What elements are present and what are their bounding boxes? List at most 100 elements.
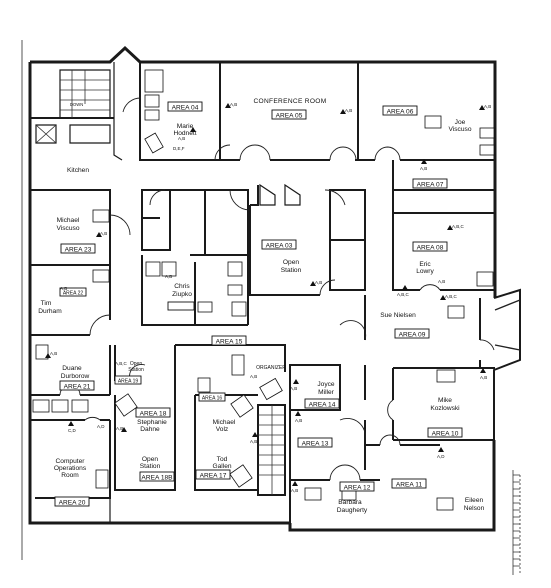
area-17-label: AREA 17	[200, 473, 227, 480]
area-21-label: AREA 21	[64, 384, 91, 391]
open-station-19-label-1: Open	[130, 361, 142, 367]
person-barbara-daugherty-1: Barbara	[338, 499, 362, 506]
jack-marker: A,B	[484, 104, 491, 109]
exterior-walls	[21, 40, 521, 560]
person-joe-viscuso-1: Joe	[455, 119, 466, 126]
person-michael-volz-2: Volz	[216, 426, 228, 433]
area-12-label: AREA 12	[344, 485, 371, 492]
area-labels: AREA 04 AREA 05 AREA 06 AREA 07 AREA 08 …	[59, 105, 459, 507]
person-eric-lowry-2: Lowry	[416, 268, 434, 275]
jack-marker: A,D	[97, 424, 105, 429]
kitchen-label: Kitchen	[67, 167, 89, 174]
jack-marker: A,B	[116, 426, 123, 431]
person-mike-kozlowski-2: Kozlowski	[430, 405, 460, 412]
jack-marker: A,B	[290, 386, 297, 391]
person-barbara-daugherty-2: Daugherty	[337, 507, 368, 514]
person-eileen-nelson-1: Eileen	[465, 497, 484, 504]
jack-marker: A,B	[178, 136, 185, 141]
person-chris-ziupko-2: Ziupko	[172, 291, 192, 298]
area-05-label: AREA 05	[276, 113, 303, 120]
person-eileen-nelson-2: Nelson	[464, 505, 485, 512]
person-joyce-miller-2: Miller	[318, 389, 335, 396]
jack-marker: A,B	[295, 418, 302, 423]
open-station-18b-label-2: Station	[140, 463, 161, 470]
computer-ops-label-2: Operations	[54, 465, 87, 472]
area-04-label: AREA 04	[172, 105, 199, 112]
area-03-label: AREA 03	[266, 243, 293, 250]
person-sue-nielsen: Sue Nielsen	[380, 312, 416, 319]
conference-room-label: CONFERENCE ROOM	[253, 98, 326, 105]
equipment	[32, 69, 495, 511]
jack-marker: D,E,F	[173, 146, 185, 151]
area-15-label: AREA 15	[216, 339, 243, 346]
open-station-19-label-2: Station	[128, 367, 144, 373]
area-16-label: AREA 16	[202, 396, 223, 402]
computer-ops-label-3: Room	[61, 472, 79, 479]
jack-marker: A,B,C	[397, 292, 410, 297]
jack-marker: C,D	[68, 428, 77, 433]
area-11-label: AREA 11	[396, 482, 423, 489]
doors	[59, 97, 521, 481]
person-chris-ziupko-1: Chris	[174, 283, 190, 290]
person-tod-gallen-1: Tod	[217, 456, 228, 463]
person-marie-hodnett-1: Marie	[177, 123, 194, 130]
jack-marker: A,B	[50, 351, 57, 356]
person-duane-durborow-2: Durborow	[61, 373, 90, 380]
area-18b-label: AREA 18B	[141, 475, 173, 482]
area-13-label: AREA 13	[302, 441, 329, 448]
jack-marker: A,B	[230, 102, 237, 107]
area-08-label: AREA 08	[417, 245, 444, 252]
person-joyce-miller-1: Joyce	[317, 381, 335, 388]
jack-marker: A,B	[60, 286, 67, 291]
jack-icons	[45, 103, 486, 486]
jack-marker: A,B	[315, 280, 322, 285]
area-18-label: AREA 18	[140, 411, 167, 418]
down-label: DOWN	[70, 102, 83, 107]
area-10-label: AREA 10	[432, 431, 459, 438]
open-station-03-label-2: Station	[281, 267, 302, 274]
jack-marker: A,B	[165, 274, 172, 279]
open-station-03-label-1: Open	[283, 259, 299, 266]
interior-walls	[30, 62, 495, 523]
organizer-label: ORGANIZER	[256, 365, 286, 371]
area-14-label: AREA 14	[309, 402, 336, 409]
person-eric-lowry-1: Eric	[419, 261, 431, 268]
area-06-label: AREA 06	[387, 109, 414, 116]
jack-marker: A,B	[420, 166, 427, 171]
scale-ruler	[512, 470, 521, 575]
jack-marker: A,B	[250, 374, 257, 379]
jack-marker: A,B	[250, 439, 257, 444]
person-michael-volz-1: Michael	[213, 419, 236, 426]
area-23-label: AREA 23	[65, 247, 92, 254]
person-joe-viscuso-2: Viscuso	[449, 126, 472, 133]
jack-marker: A,B,C	[115, 361, 128, 366]
people-labels: Marie Hodnett Joe Viscuso Michael Viscus…	[38, 119, 484, 514]
person-tim-durham-1: Tim	[41, 300, 52, 307]
person-michael-viscuso-2: Viscuso	[57, 225, 80, 232]
jack-marker: A,D	[437, 454, 445, 459]
jack-marker: A,B	[438, 279, 445, 284]
person-mike-kozlowski-1: Mike	[438, 397, 452, 404]
room-labels: CONFERENCE ROOM Kitchen DOWN Computer Op…	[54, 98, 326, 479]
person-michael-viscuso-1: Michael	[57, 217, 80, 224]
person-marie-hodnett-2: Hodnett	[173, 130, 196, 137]
area-19b-label: AREA 19	[118, 379, 139, 385]
jack-marker: A,B	[345, 108, 352, 113]
open-station-18b-label-1: Open	[142, 456, 158, 463]
jack-marker: A,B	[291, 488, 298, 493]
jack-marker: A,B	[100, 231, 107, 236]
person-stephanie-dahne-2: Dahne	[140, 426, 160, 433]
person-duane-durborow-1: Duane	[62, 365, 82, 372]
area-09-label: AREA 09	[399, 332, 426, 339]
person-tim-durham-2: Durham	[38, 308, 62, 315]
person-stephanie-dahne-1: Stephanie	[137, 419, 167, 426]
area-07-label: AREA 07	[417, 182, 444, 189]
jack-marker: A,B,C	[452, 224, 465, 229]
jack-markers: A,B A,B A,B A,B A,B,C A,B A,B A,B,C A,B …	[50, 102, 491, 493]
area-boxes	[54, 101, 463, 507]
person-tod-gallen-2: Gallen	[212, 463, 231, 470]
computer-ops-label-1: Computer	[56, 458, 86, 465]
jack-marker: A,B	[480, 375, 487, 380]
area-22-label: AREA 22	[63, 291, 84, 297]
